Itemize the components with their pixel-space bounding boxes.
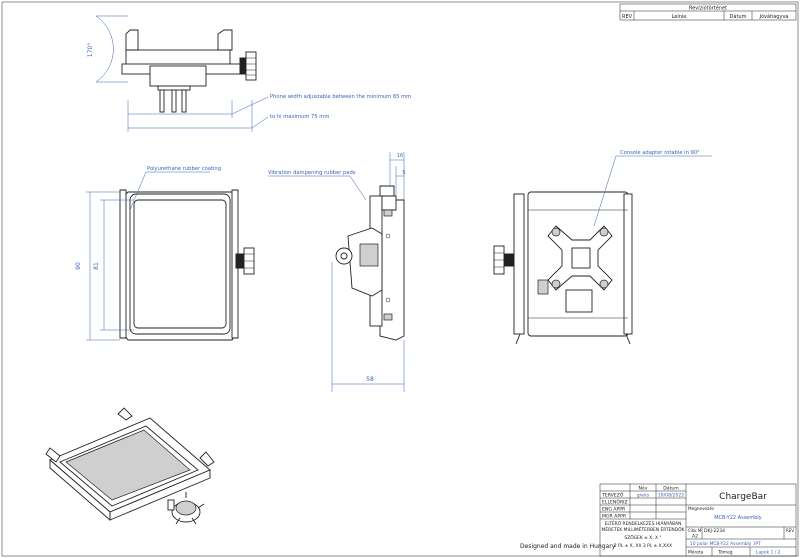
console-adapter-callout: Console adapter rotable in 90° <box>620 150 700 156</box>
tolerance-line-1: ELTÉRŐ RENDELKEZÉS HIÁNYÁBAN <box>605 519 682 527</box>
rubber-coating-callout: Polyurethane rubber coating <box>147 166 221 172</box>
revision-table-title: Revíziótörténet <box>689 5 727 12</box>
footer-note: Designed and made in Hungary <box>520 543 616 550</box>
size-value: A2 <box>692 534 698 540</box>
rear-view: Console adapter rotable in 90° <box>493 150 712 345</box>
part-name: MCB-Y22 Assembly <box>714 515 762 521</box>
tolerance-line-2: MÉRETEK MILLIMÉTERBEN ÉRTENDŐK <box>602 525 685 533</box>
rev-header-desc: Leírás <box>672 13 687 20</box>
phone-width-note: Phone width adjustable between the minim… <box>270 94 411 100</box>
rotation-angle-label: 170° <box>87 43 94 57</box>
revision-table: Revíziótörténet REV Leírás Dátum Jóváhag… <box>619 3 797 21</box>
dim-height-inner: 81 <box>93 262 100 270</box>
phone-width-max-note: to hi maximum 75 mm <box>270 114 329 120</box>
front-view: 90 81 Polyurethane rubber coating <box>75 166 255 341</box>
rev-header-rev: REV <box>622 14 633 20</box>
dim-depth-total: 58 <box>366 376 374 383</box>
weight-label: Tömeg <box>717 550 733 556</box>
sheet-number: Lapok 1 / 2 <box>756 550 781 556</box>
scale-label: Méreta <box>688 549 704 556</box>
row-label-eng-appr: ENG APPR <box>602 507 626 513</box>
rev-header-approved: Jóváhagyva <box>759 13 789 20</box>
file-name: 10 polar MCB-Y22 Assembly .IPT <box>690 541 761 547</box>
row-label-tervezo: TERVEZŐ <box>601 492 624 499</box>
row-label-ellenoriz: ELLENŐRIZ <box>602 499 628 506</box>
dim-top-2: 5 <box>402 170 405 176</box>
title-col-date: Dátum <box>663 485 679 492</box>
rev-header-date: Dátum <box>730 13 747 20</box>
size-label: Cikk M. <box>688 528 703 533</box>
tolerance-line-4: 2 PL ± X, XX 3 PL ± X,XXX <box>614 543 672 549</box>
rev-label: REV <box>786 528 794 533</box>
megnevezes-label: Megnevezés <box>688 506 714 511</box>
top-view: 170° Phone width adjustable between the … <box>87 15 411 132</box>
dim-top-1: 16 <box>397 153 403 159</box>
doc-number: DKJ-2234 <box>704 528 725 534</box>
row-label-mgr-appr: MGR APPR <box>602 514 627 520</box>
isometric-view <box>45 407 215 525</box>
vibration-pads-callout: Vibration dampening rubber pads <box>268 170 356 176</box>
row-name-tervezo: greks <box>637 493 650 499</box>
dim-height-outer: 90 <box>75 262 82 270</box>
title-col-name: Név <box>639 485 648 492</box>
side-view: 16 5 58 Vibration dampening rubber pads <box>268 152 406 392</box>
company-name: ChargeBar <box>719 492 767 502</box>
rotation-arc <box>95 15 114 83</box>
title-block: Név Dátum TERVEZŐ greks 19/08/2022 ELLEN… <box>599 483 797 557</box>
row-date-tervezo: 19/08/2022 <box>658 493 685 499</box>
tolerance-line-3: SZÖGEK ± X, X ° <box>624 534 661 541</box>
